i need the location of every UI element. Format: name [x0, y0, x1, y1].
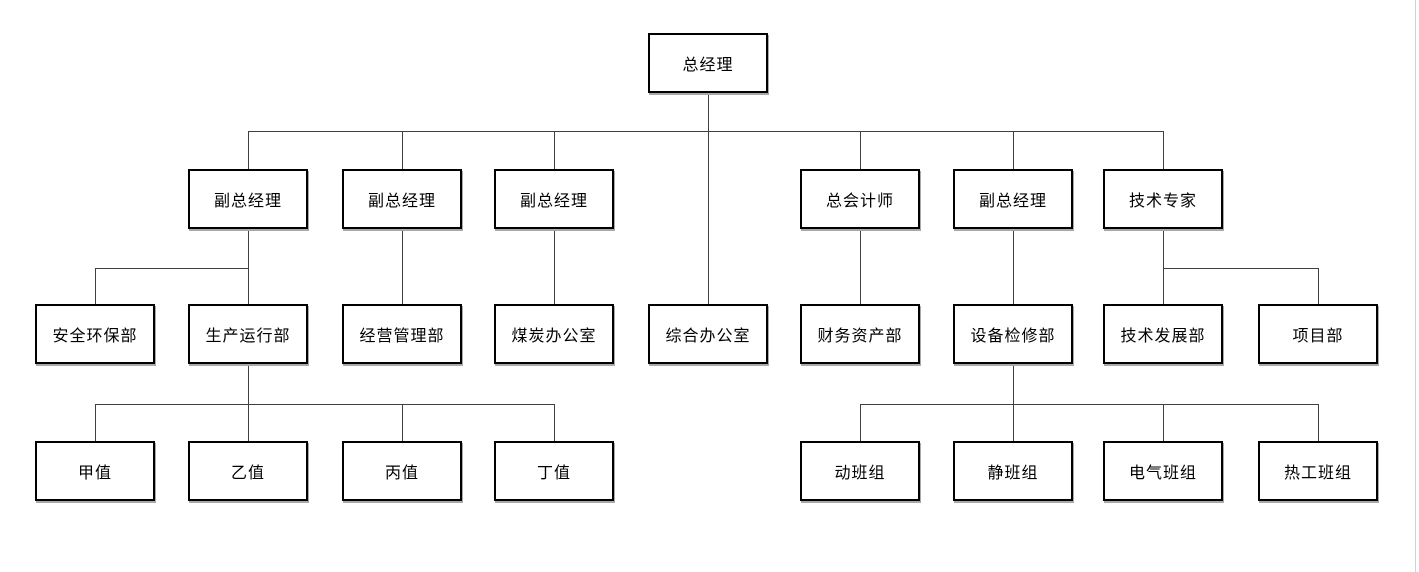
node-general-manager: 总经理: [648, 33, 768, 93]
node-coal-office: 煤炭办公室: [494, 304, 614, 364]
node-label: 生产运行部: [205, 326, 291, 345]
node-deputy-gm-3: 副总经理: [494, 169, 614, 229]
node-shift-d: 丁值: [494, 441, 614, 501]
node-label: 动班组: [834, 463, 886, 482]
node-label: 总会计师: [825, 191, 894, 210]
node-label: 技术发展部: [1120, 326, 1206, 345]
node-label: 煤炭办公室: [511, 326, 597, 345]
node-deputy-gm-1: 副总经理: [188, 169, 308, 229]
node-static-team: 静班组: [953, 441, 1073, 501]
node-business-management-dept: 经营管理部: [342, 304, 462, 364]
page-right-edge-line: [1415, 0, 1416, 572]
node-general-office: 综合办公室: [648, 304, 768, 364]
node-label: 项目部: [1292, 326, 1344, 345]
node-label: 技术专家: [1128, 191, 1197, 210]
node-label: 综合办公室: [665, 326, 751, 345]
node-technical-expert: 技术专家: [1103, 169, 1223, 229]
node-shift-a: 甲值: [35, 441, 155, 501]
node-electrical-team: 电气班组: [1103, 441, 1223, 501]
node-deputy-gm-4: 副总经理: [953, 169, 1073, 229]
node-label: 电气班组: [1128, 463, 1197, 482]
node-label: 静班组: [987, 463, 1039, 482]
node-label: 设备检修部: [970, 326, 1056, 345]
node-label: 热工班组: [1283, 463, 1352, 482]
node-dynamic-team: 动班组: [800, 441, 920, 501]
node-label: 副总经理: [978, 191, 1047, 210]
node-label: 财务资产部: [817, 326, 903, 345]
node-technology-development-dept: 技术发展部: [1103, 304, 1223, 364]
node-finance-asset-dept: 财务资产部: [800, 304, 920, 364]
node-label: 甲值: [77, 463, 112, 482]
node-project-dept: 项目部: [1258, 304, 1378, 364]
node-shift-c: 丙值: [342, 441, 462, 501]
node-safety-environment-dept: 安全环保部: [35, 304, 155, 364]
node-label: 经营管理部: [359, 326, 445, 345]
node-equipment-maintenance-dept: 设备检修部: [953, 304, 1073, 364]
node-label: 丁值: [536, 463, 571, 482]
node-label: 副总经理: [213, 191, 282, 210]
node-thermal-team: 热工班组: [1258, 441, 1378, 501]
node-label: 安全环保部: [52, 326, 138, 345]
node-shift-b: 乙值: [188, 441, 308, 501]
node-label: 副总经理: [367, 191, 436, 210]
node-label: 总经理: [682, 55, 734, 74]
node-chief-accountant: 总会计师: [800, 169, 920, 229]
node-label: 副总经理: [519, 191, 588, 210]
node-label: 丙值: [384, 463, 419, 482]
node-deputy-gm-2: 副总经理: [342, 169, 462, 229]
node-production-operation-dept: 生产运行部: [188, 304, 308, 364]
node-label: 乙值: [230, 463, 265, 482]
